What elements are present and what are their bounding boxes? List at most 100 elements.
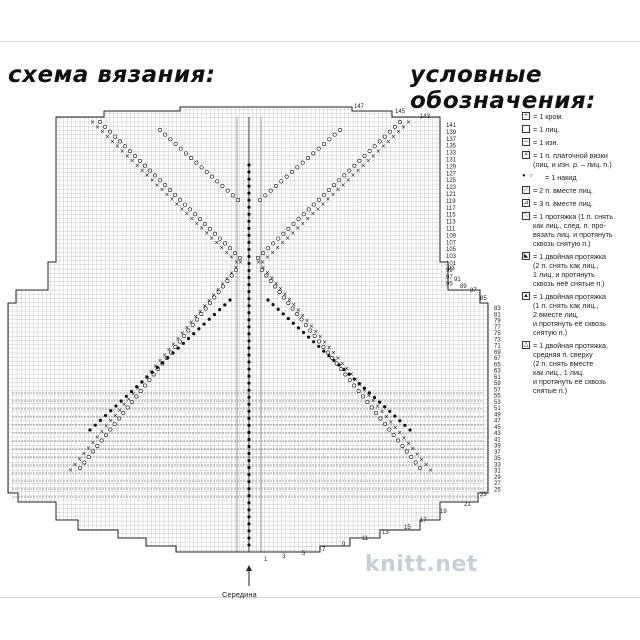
- yarn-over-filled-mark: [247, 297, 251, 301]
- yarn-over-mark: [173, 142, 178, 147]
- yarn-over-mark: [417, 465, 422, 470]
- yarn-over-mark: [198, 217, 203, 222]
- garter-mark: ×: [113, 412, 118, 419]
- yarn-over-filled-mark: [166, 356, 170, 360]
- yarn-over-filled-mark: [306, 335, 311, 339]
- yarn-over-filled-mark: [247, 346, 251, 350]
- yarn-over-mark: [378, 416, 383, 421]
- garter-mark: ×: [315, 206, 320, 213]
- yarn-over-filled-mark: [93, 423, 97, 427]
- yarn-over-mark: [78, 465, 83, 470]
- yarn-over-mark: [82, 460, 87, 465]
- row-number: 67: [494, 356, 501, 362]
- row-number: 61: [494, 375, 501, 381]
- yarn-over-filled-mark: [247, 353, 251, 357]
- yarn-over-mark: [123, 144, 128, 149]
- yarn-over-mark: [230, 193, 235, 198]
- garter-mark: ×: [331, 350, 336, 357]
- yarn-over-mark: [108, 427, 113, 432]
- garter-mark: ×: [362, 387, 367, 394]
- garter-mark: ×: [180, 330, 185, 337]
- yarn-over-filled-mark: [109, 409, 113, 413]
- yarn-over-filled-mark: [247, 247, 251, 252]
- yarn-over-filled-mark: [281, 312, 285, 316]
- garter-mark: ×: [155, 182, 160, 189]
- yarn-over-filled-mark: [388, 409, 392, 414]
- yarn-over-filled-mark: [247, 268, 251, 273]
- yarn-over-mark: [326, 188, 331, 193]
- yarn-over-filled-mark: [98, 418, 102, 422]
- garter-mark: ×: [296, 307, 301, 314]
- legend-text: = 1 двойная протяжка, средняя п. сверху …: [533, 341, 609, 395]
- watermark: knitt.net: [365, 552, 478, 577]
- yarn-over-filled-mark: [247, 430, 251, 435]
- yarn-over-mark: [91, 449, 96, 454]
- yarn-over-mark: [295, 165, 300, 170]
- garter-mark: ×: [86, 445, 91, 452]
- yarn-over-mark: [225, 278, 230, 283]
- garter-mark: ×: [207, 297, 212, 304]
- garter-mark: ×: [376, 148, 381, 155]
- legend-text: = 1 изн.: [533, 138, 559, 147]
- yarn-over-mark: [387, 129, 392, 134]
- yarn-over-mark: [332, 132, 337, 137]
- yarn-over-filled-mark: [332, 358, 336, 362]
- yarn-over-mark: [382, 421, 387, 426]
- yarn-over-mark: [356, 388, 361, 393]
- row-number: 3: [282, 554, 286, 560]
- row-number: 9: [342, 542, 346, 548]
- chart-motif: ××××××××××××××××××××××××××××××××××××××××…: [68, 119, 433, 547]
- garter-mark: ×: [90, 119, 95, 126]
- yarn-over-mark: [321, 344, 326, 349]
- yarn-over-mark: [121, 410, 126, 415]
- yarn-over-filled-mark: [247, 177, 251, 181]
- garter-mark: ×: [211, 292, 216, 299]
- garter-mark: ×: [415, 451, 420, 458]
- chart-heading: схема вязания:: [8, 62, 216, 88]
- garter-mark: ×: [295, 225, 300, 232]
- yarn-over-mark: [316, 197, 321, 202]
- garter-mark: ×: [104, 423, 109, 430]
- yarn-over-filled-mark: [212, 312, 217, 317]
- garter-mark: ×: [126, 396, 131, 403]
- yarn-over-mark: [98, 120, 103, 125]
- garter-mark: ×: [351, 172, 356, 179]
- row-number: 109: [446, 233, 457, 239]
- garter-mark: ×: [357, 382, 362, 389]
- garter-mark: ×: [260, 259, 265, 266]
- yarn-over-filled-mark: [247, 388, 251, 392]
- yarn-over-mark: [177, 339, 182, 344]
- yarn-over-mark: [347, 377, 352, 382]
- yarn-over-filled-mark: [247, 409, 251, 413]
- yarn-over-filled-mark: [247, 226, 251, 230]
- garter-mark: ×: [375, 403, 380, 410]
- garter-mark: ×: [219, 245, 224, 252]
- yarn-over-mark: [360, 394, 365, 399]
- garter-mark: ×: [184, 211, 189, 218]
- yarn-over-mark: [300, 160, 305, 165]
- row-number: 125: [446, 178, 457, 184]
- yarn-over-filled-mark: [202, 322, 206, 326]
- legend-text: = 1 кром.: [533, 112, 564, 121]
- legend-text: = 2 п. вместе лиц.: [533, 186, 593, 195]
- yarn-over-mark: [289, 170, 294, 175]
- yarn-over-filled-mark: [357, 381, 361, 386]
- chart-grid: [7, 106, 489, 553]
- garter-mark: ×: [216, 286, 221, 293]
- yarn-over-filled-mark: [271, 303, 275, 307]
- yarn-over-mark: [234, 267, 239, 272]
- yarn-over-mark: [317, 339, 322, 344]
- yarn-over-mark: [334, 361, 339, 366]
- garter-mark: ×: [189, 319, 194, 326]
- garter-mark: ×: [120, 148, 125, 155]
- yarn-over-mark: [208, 226, 213, 231]
- garter-mark: ×: [131, 390, 136, 397]
- yarn-over-filled-mark: [160, 360, 165, 365]
- yarn-over-mark: [397, 120, 402, 125]
- garter-mark: ×: [278, 286, 283, 293]
- yarn-over-filled-mark: [276, 307, 280, 311]
- yarn-over-mark: [284, 174, 289, 179]
- row-number: 35: [494, 456, 501, 462]
- row-number: 17: [420, 518, 427, 524]
- garter-mark: ×: [95, 124, 100, 131]
